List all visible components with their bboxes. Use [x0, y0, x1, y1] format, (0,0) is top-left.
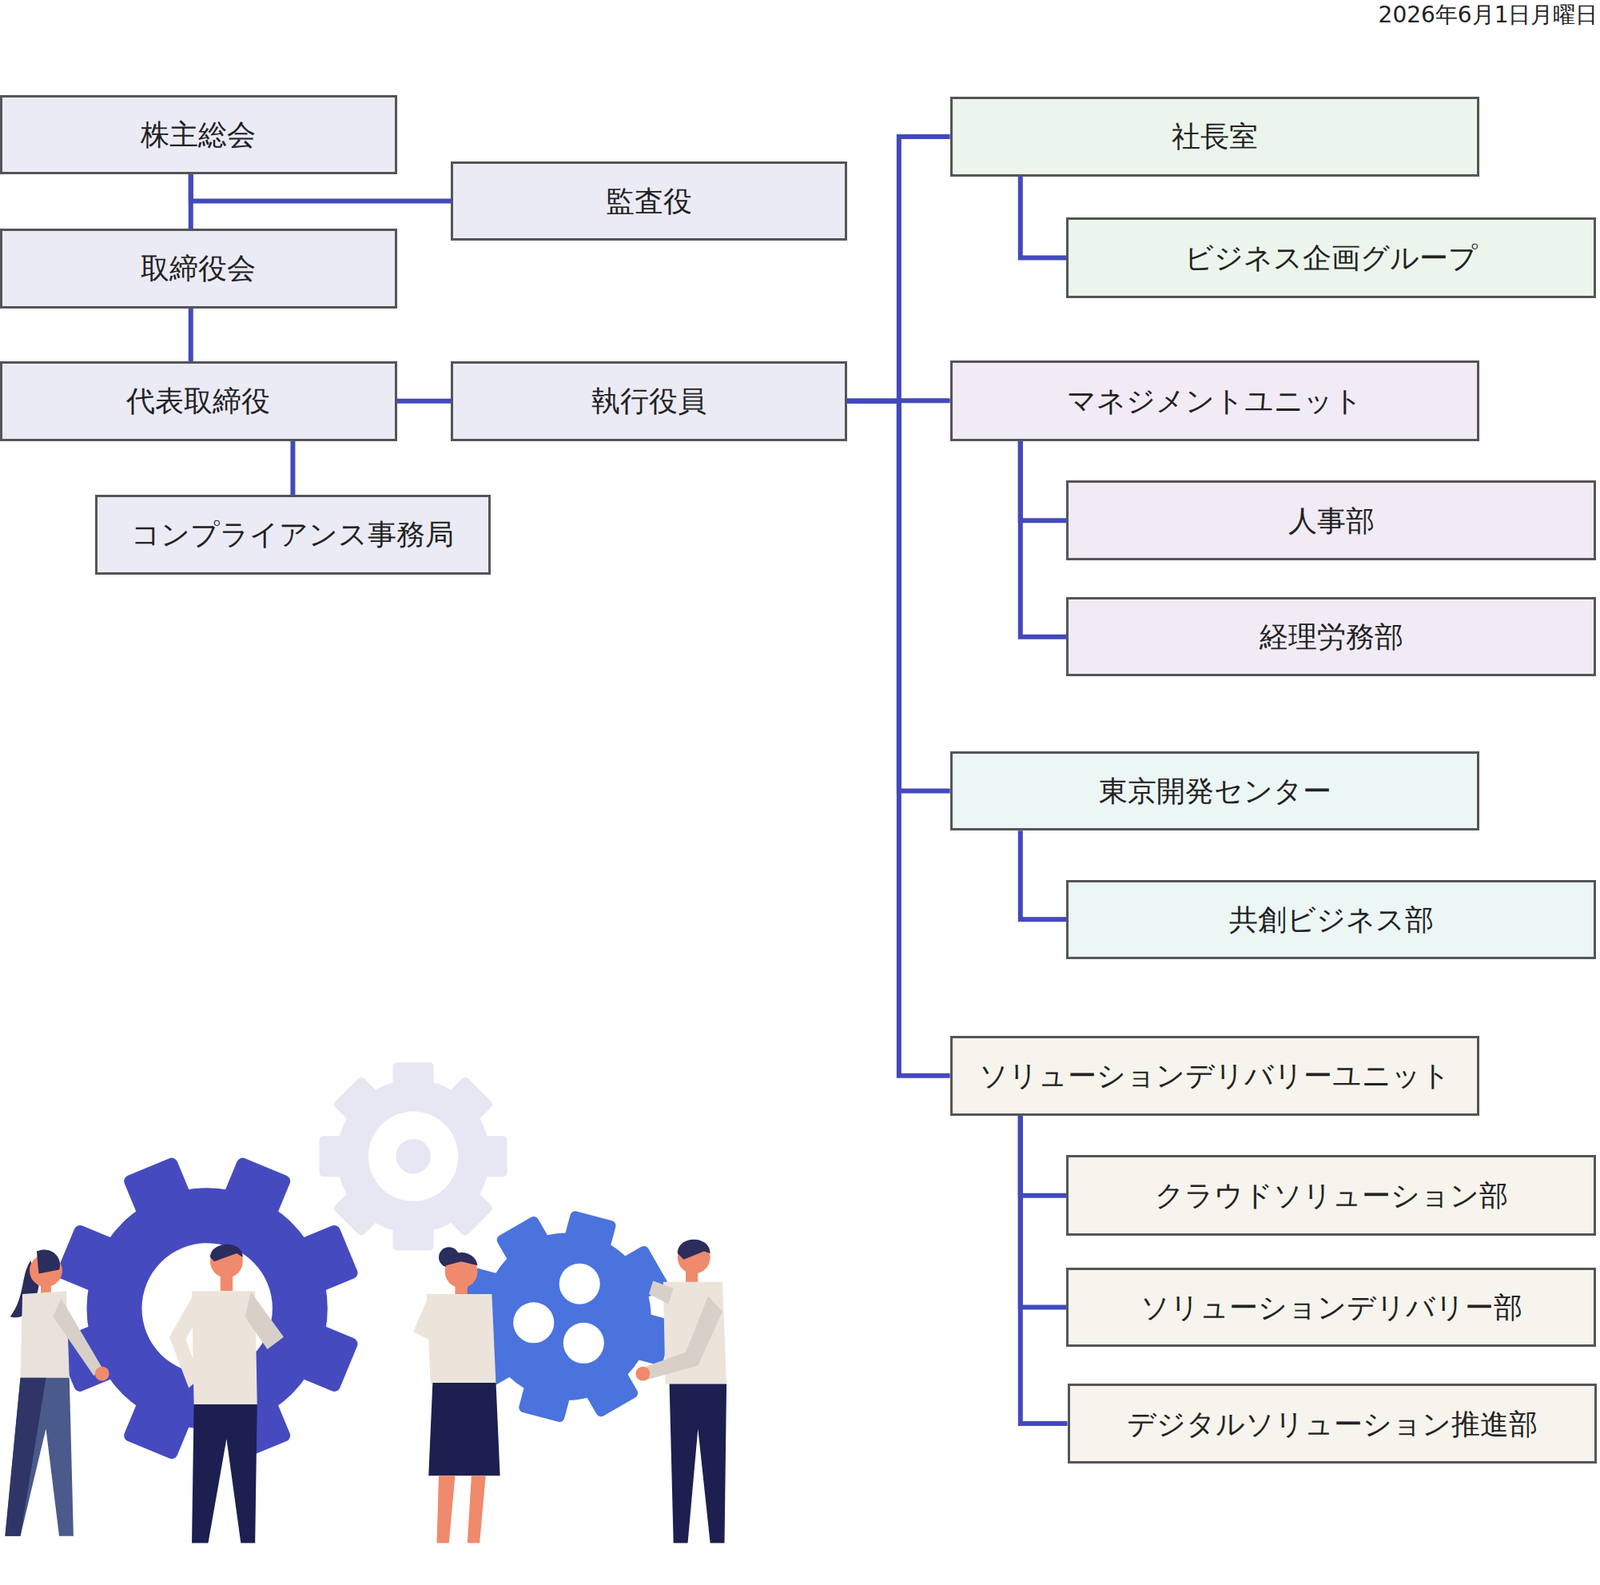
org-connector	[397, 398, 452, 404]
box-label: 執行役員	[591, 383, 707, 418]
org-connector	[1020, 441, 1067, 522]
org-box: コンプライアンス事務局	[95, 494, 491, 575]
org-connector	[1020, 1115, 1068, 1425]
org-box: 経理労務部	[1066, 597, 1597, 677]
org-box: 東京開発センター	[950, 751, 1481, 832]
person	[169, 1244, 284, 1544]
box-label: 代表取締役	[126, 383, 271, 418]
org-box: 執行役員	[450, 361, 847, 442]
box-label: 株主総会	[140, 117, 256, 152]
org-box: ソリューションデリバリー部	[1066, 1267, 1597, 1348]
box-label: 共創ビジネス部	[1229, 902, 1434, 937]
org-box: デジタルソリューション推進部	[1067, 1383, 1598, 1464]
box-label: 人事部	[1288, 503, 1375, 538]
org-connector	[1020, 441, 1067, 637]
person	[635, 1239, 727, 1544]
box-label: ソリューションデリバリーユニット	[979, 1058, 1451, 1093]
box-label: 社長室	[1171, 119, 1258, 154]
org-box: 代表取締役	[0, 361, 398, 442]
org-connector	[1020, 1115, 1067, 1196]
org-connector	[188, 308, 194, 362]
box-label: 取締役会	[140, 250, 256, 286]
org-box: 共創ビジネス部	[1066, 879, 1597, 960]
org-connector	[290, 441, 295, 496]
person	[413, 1246, 501, 1543]
org-box: 社長室	[950, 96, 1481, 177]
person	[4, 1249, 109, 1536]
org-box: 監査役	[450, 161, 847, 242]
org-connector	[847, 136, 951, 402]
org-box: ビジネス企画グループ	[1066, 217, 1597, 299]
org-box: ソリューションデリバリーユニット	[950, 1035, 1481, 1116]
date-label: 2026年6月1日月曜日	[1378, 0, 1599, 31]
box-label: 経理労務部	[1259, 619, 1404, 654]
box-label: マネジメントユニット	[1066, 383, 1363, 418]
gear-light	[319, 1062, 508, 1250]
org-box: クラウドソリューション部	[1066, 1154, 1597, 1236]
org-box: 人事部	[1066, 480, 1597, 561]
org-connector	[191, 174, 452, 201]
box-label: ビジネス企画グループ	[1184, 240, 1478, 275]
org-connector	[1020, 830, 1067, 920]
box-label: ソリューションデリバリー部	[1140, 1289, 1523, 1325]
box-label: コンプライアンス事務局	[131, 517, 454, 552]
org-box: マネジメントユニット	[950, 360, 1481, 442]
box-label: デジタルソリューション推進部	[1126, 1406, 1538, 1441]
box-label: クラウドソリューション部	[1154, 1178, 1509, 1213]
box-label: 東京開発センター	[1098, 773, 1332, 808]
org-connector	[1020, 176, 1067, 259]
org-box: 取締役会	[0, 228, 398, 309]
box-label: 監査役	[605, 183, 693, 219]
org-connector	[847, 401, 951, 1076]
org-box: 株主総会	[0, 95, 398, 176]
org-connector	[1020, 1115, 1067, 1308]
